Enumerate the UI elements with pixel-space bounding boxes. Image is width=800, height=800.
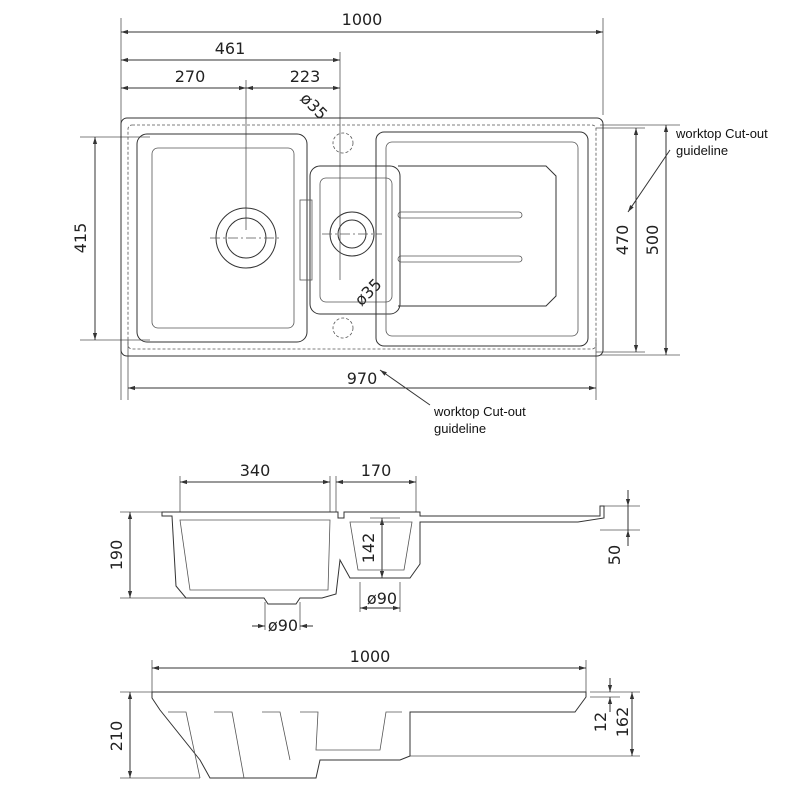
plan-view: 1000 461 270 223 ø35 ø35 415 470 500 970… (71, 10, 768, 436)
dim-tap-hole-bottom: ø35 (351, 275, 386, 310)
drainer (375, 131, 589, 347)
side-view: 1000 210 12 162 (107, 647, 640, 779)
cutout-note-right-line2: guideline (676, 143, 728, 158)
dim-170: 170 (361, 461, 392, 480)
section-view: 340 170 190 142 50 ø90 ø90 (107, 461, 640, 635)
dim-223: 223 (290, 67, 321, 86)
dim-210: 210 (107, 721, 126, 752)
tap-hole-bottom (332, 317, 354, 339)
half-bowl (299, 132, 401, 339)
dim-190: 190 (107, 540, 126, 571)
dim-500: 500 (643, 225, 662, 256)
dim-waste-half: ø90 (367, 589, 397, 608)
dim-162: 162 (613, 707, 632, 738)
tap-hole-top (332, 132, 354, 154)
dim-470: 470 (613, 225, 632, 256)
dim-270: 270 (175, 67, 206, 86)
cutout-note-bottom-line2: guideline (434, 421, 486, 436)
dim-142: 142 (359, 533, 378, 564)
main-bowl (136, 133, 308, 343)
cutout-note-bottom-line1: worktop Cut-out (433, 404, 526, 419)
cutout-line (127, 124, 597, 350)
dim-50: 50 (605, 545, 624, 565)
dim-415: 415 (71, 223, 90, 254)
side-profile (151, 691, 587, 779)
dim-overall-width: 1000 (342, 10, 383, 29)
dim-340: 340 (240, 461, 271, 480)
dim-waste-main: ø90 (268, 616, 298, 635)
section-profile (161, 505, 605, 605)
sink-outline (120, 117, 604, 357)
dim-970: 970 (347, 369, 378, 388)
dim-461: 461 (215, 39, 246, 58)
dim-12: 12 (591, 712, 610, 732)
dim-side-overall-width: 1000 (350, 647, 391, 666)
cutout-note-right-line1: worktop Cut-out (675, 126, 768, 141)
